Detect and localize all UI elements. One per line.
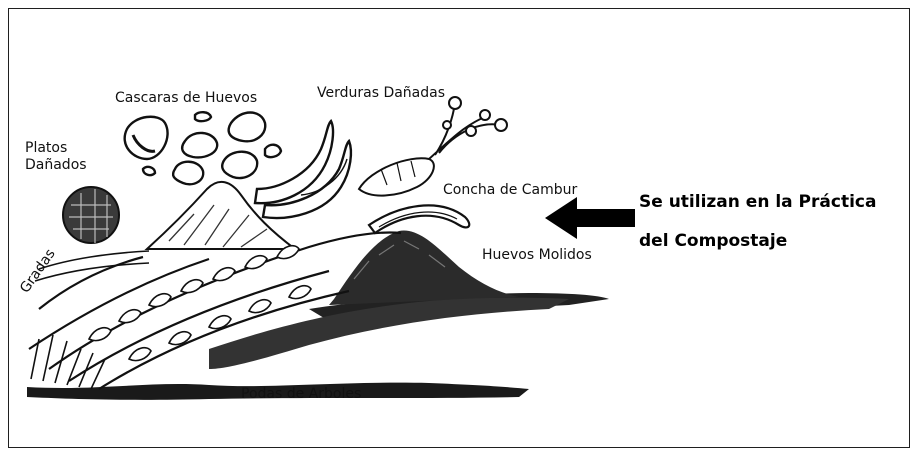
eggshells xyxy=(123,111,283,186)
broken-plate xyxy=(62,186,120,244)
banana-peel xyxy=(367,204,471,235)
bananas xyxy=(253,118,353,220)
soil-band xyxy=(209,297,569,369)
label-podas-de-arboles: Podas de Arboles xyxy=(241,386,362,402)
ground-eggs-mound xyxy=(329,230,519,305)
label-platos-danados: Platos Dañados xyxy=(25,140,87,173)
vegetable-with-leaves xyxy=(357,96,508,197)
callout-line-2: del Compostaje xyxy=(639,231,788,251)
label-verduras-danadas: Verduras Dañadas xyxy=(317,85,446,101)
grass xyxy=(30,250,150,390)
label-concha-de-cambur: Concha de Cambur xyxy=(443,182,578,198)
compost-pile-illustration xyxy=(27,96,609,400)
figure-frame: Cascaras de Huevos Verduras Dañadas Plat… xyxy=(8,8,910,448)
callout-line-1: Se utilizan en la Práctica xyxy=(639,192,877,212)
left-arrow-icon xyxy=(545,197,635,239)
label-huevos-molidos: Huevos Molidos xyxy=(482,247,592,263)
ground-soil xyxy=(27,382,529,400)
label-cascaras-de-huevos: Cascaras de Huevos xyxy=(115,90,258,106)
back-mound xyxy=(144,180,298,250)
branch-leaves xyxy=(87,244,312,362)
